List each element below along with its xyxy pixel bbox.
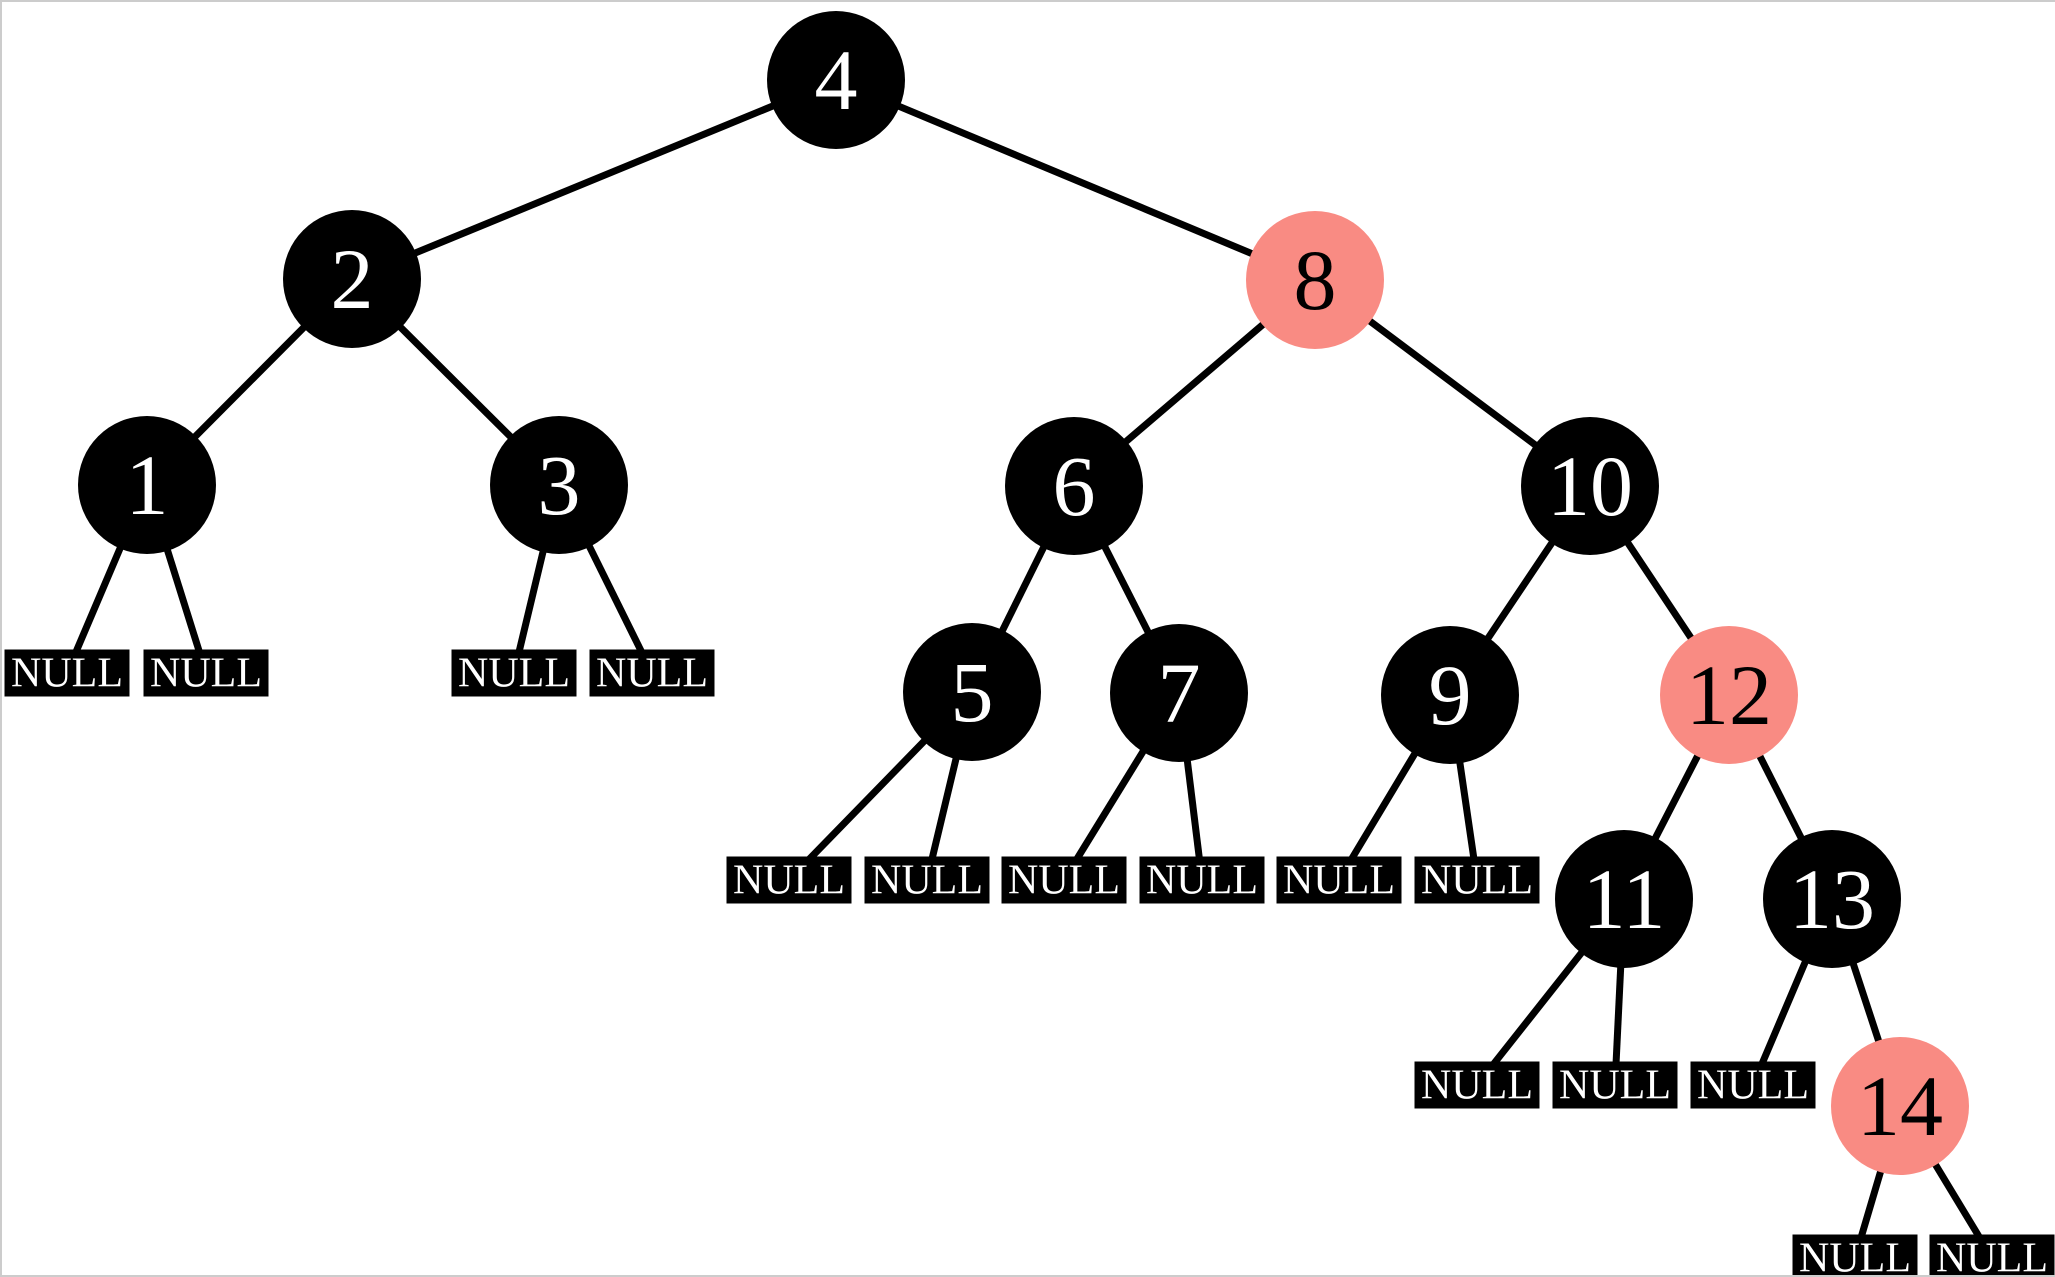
null-leaf-1-left: NULL [4,649,130,697]
null-leaf-9-right: NULL [1414,856,1540,904]
null-label: NULL [596,650,708,696]
node-label: 7 [1157,645,1201,741]
null-label: NULL [1421,1062,1533,1108]
null-label: NULL [1799,1235,1911,1277]
tree-node-2: 2 [283,210,421,348]
tree-node-11: 11 [1555,830,1693,968]
null-leaf-11-left: NULL [1414,1061,1540,1109]
null-label: NULL [1697,1062,1809,1108]
null-leaf-1-right: NULL [143,649,269,697]
null-label: NULL [1936,1235,2048,1277]
node-label: 3 [537,437,581,533]
null-leaf-9-left: NULL [1276,856,1402,904]
tree-node-6: 6 [1005,417,1143,555]
null-label: NULL [1008,857,1120,903]
edge-4-8 [834,76,1317,284]
node-label: 1 [125,437,169,533]
tree-node-7: 7 [1110,624,1248,762]
node-label: 11 [1582,851,1666,947]
tree-node-3: 3 [490,416,628,554]
tree-node-8: 8 [1246,211,1384,349]
tree-node-14: 14 [1831,1037,1969,1175]
tree-node-10: 10 [1521,417,1659,555]
null-label: NULL [1146,857,1258,903]
null-leaf-7-left: NULL [1001,856,1127,904]
tree-node-12: 12 [1660,626,1798,764]
null-leaf-14-left: NULL [1792,1234,1918,1277]
tree-node-4: 4 [767,11,905,149]
null-leaf-3-right: NULL [589,649,715,697]
null-leaf-13-left: NULL [1690,1061,1816,1109]
node-label: 13 [1789,851,1875,947]
null-leaf-5-left: NULL [726,856,852,904]
tree-node-13: 13 [1763,830,1901,968]
null-leaf-14-right: NULL [1929,1234,2055,1277]
edge-4-2 [350,76,838,283]
node-label: 8 [1293,232,1337,328]
null-leaf-11-right: NULL [1552,1061,1678,1109]
node-label: 10 [1547,438,1633,534]
tree-node-5: 5 [903,623,1041,761]
null-leaf-5-right: NULL [864,856,990,904]
node-label: 6 [1052,438,1096,534]
null-label: NULL [150,650,262,696]
null-label: NULL [733,857,845,903]
null-label: NULL [458,650,570,696]
null-label: NULL [1421,857,1533,903]
null-label: NULL [871,857,983,903]
tree-node-9: 9 [1381,626,1519,764]
node-label: 9 [1428,647,1472,743]
node-label: 12 [1686,647,1772,743]
null-label: NULL [11,650,123,696]
node-label: 5 [950,644,994,740]
null-leaf-3-left: NULL [451,649,577,697]
null-label: NULL [1559,1062,1671,1108]
null-leaf-7-right: NULL [1139,856,1265,904]
node-label: 4 [814,32,858,128]
node-label: 14 [1857,1058,1943,1154]
null-label: NULL [1283,857,1395,903]
tree-node-1: 1 [78,416,216,554]
node-label: 2 [330,231,374,327]
